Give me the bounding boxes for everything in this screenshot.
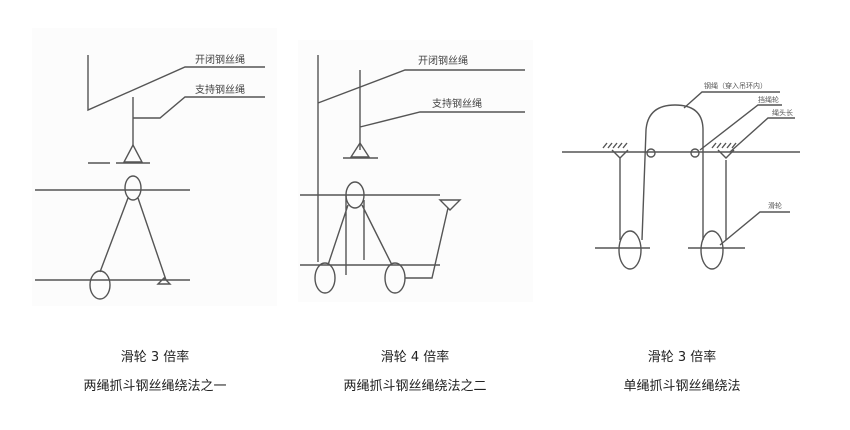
diagram-1: 开闭钢丝绳 支持钢丝绳 [35,53,265,300]
caption-title-2: 两绳抓斗钢丝绳绕法之二 [343,379,487,394]
label-rope-end: 绳头长 [772,108,793,117]
caption-ratio-2: 滑轮 4 倍率 [380,350,450,365]
caption-title-3: 单绳抓斗钢丝绳绕法 [623,379,741,394]
label-steel-rope: 钢绳（穿入吊环内） [704,81,767,90]
caption-ratio-1: 滑轮 3 倍率 [120,350,190,365]
label-guide-wheel: 挡绳轮 [758,95,779,104]
label-pulley: 滑轮 [768,201,782,210]
diagram-2: 开闭钢丝绳 支持钢丝绳 [300,54,525,294]
diagram-1-bg [32,28,277,306]
label-support-rope-2: 支持钢丝绳 [432,97,482,110]
label-support-rope-1: 支持钢丝绳 [195,83,245,96]
caption-ratio-3: 滑轮 3 倍率 [647,350,717,365]
diagram-3: 钢绳（穿入吊环内） 挡绳轮 绳头长 滑轮 [562,81,800,270]
caption-title-1: 两绳抓斗钢丝绳绕法之一 [83,379,227,394]
label-open-close-rope-2: 开闭钢丝绳 [418,54,468,67]
diagram-2-bg [298,40,533,302]
label-open-close-rope-1: 开闭钢丝绳 [195,53,245,66]
